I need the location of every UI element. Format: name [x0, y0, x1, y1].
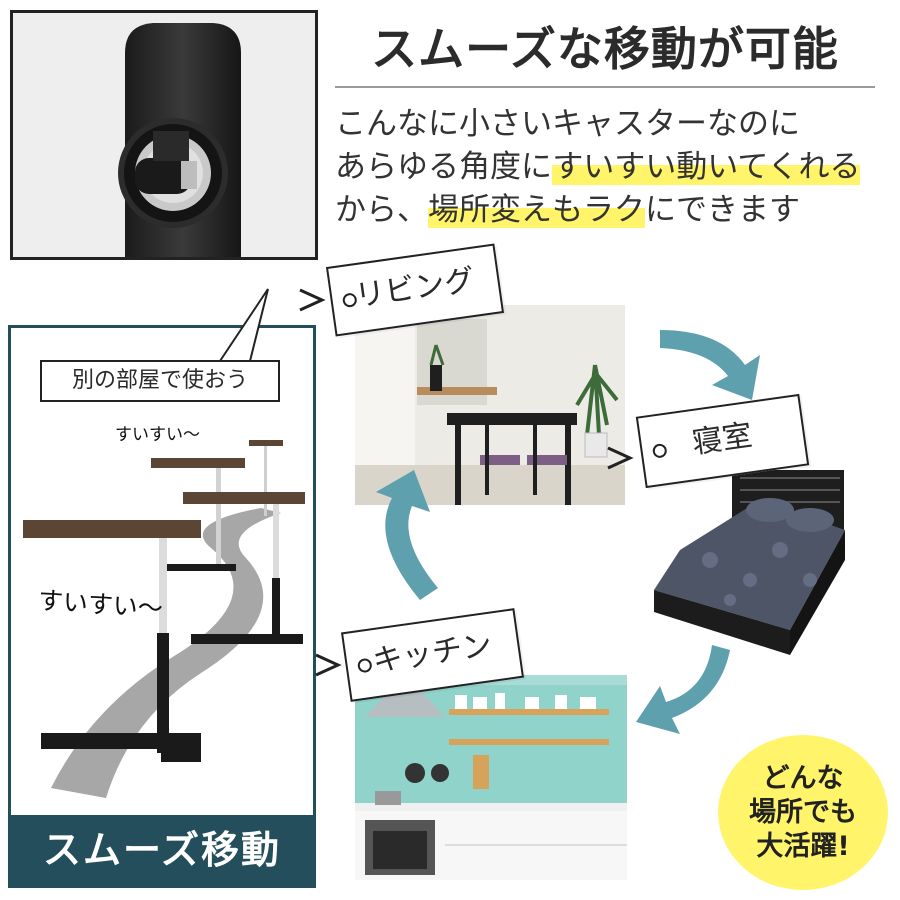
description-line-1: こんなに小さいキャスターなのに [335, 106, 800, 142]
tag-bedroom-label: 寝室 [690, 418, 755, 462]
caster-photo [10, 10, 318, 260]
moving-tables-illustration [23, 440, 305, 798]
scribble-small: すいすい〜 [115, 425, 200, 445]
description-line-2: あらゆる角度にすいすい動いてくれる [335, 147, 861, 187]
badge-line-1: どんな [762, 762, 844, 794]
tag-hole-icon [356, 657, 373, 674]
speech-bubble: 別の部屋で使おう [40, 360, 280, 402]
caster-illustration [13, 13, 315, 257]
description-highlight-2: 場所変えもラク [428, 192, 645, 228]
description-line-3: から、場所変えもラクにできます [335, 190, 800, 230]
description-line-2-pre: あらゆる角度に [335, 149, 553, 185]
bedroom-photo [654, 470, 845, 655]
bubble-tail [219, 288, 269, 362]
tag-hole-icon [651, 442, 668, 459]
tag-kitchen-label: キッチン [370, 627, 495, 680]
badge-line-2: 場所でも [749, 796, 857, 828]
badge-line-3: 大活躍! [756, 830, 850, 862]
kitchen-photo [355, 675, 627, 880]
smooth-movement-label: スムーズ移動 [11, 815, 313, 885]
description-highlight-1: すいすい動いてくれる [552, 149, 861, 185]
tag-living-label: リビング [352, 262, 477, 315]
living-room-photo [355, 305, 625, 505]
smooth-movement-panel: スムーズ移動 [8, 325, 316, 888]
page-title: スムーズな移動が可能 [371, 22, 839, 76]
description-line-3-post: にできます [645, 192, 800, 228]
anywhere-badge: どんな 場所でも 大活躍! [718, 735, 888, 890]
description-line-3-pre: から、 [335, 192, 428, 228]
title-divider [335, 86, 875, 88]
